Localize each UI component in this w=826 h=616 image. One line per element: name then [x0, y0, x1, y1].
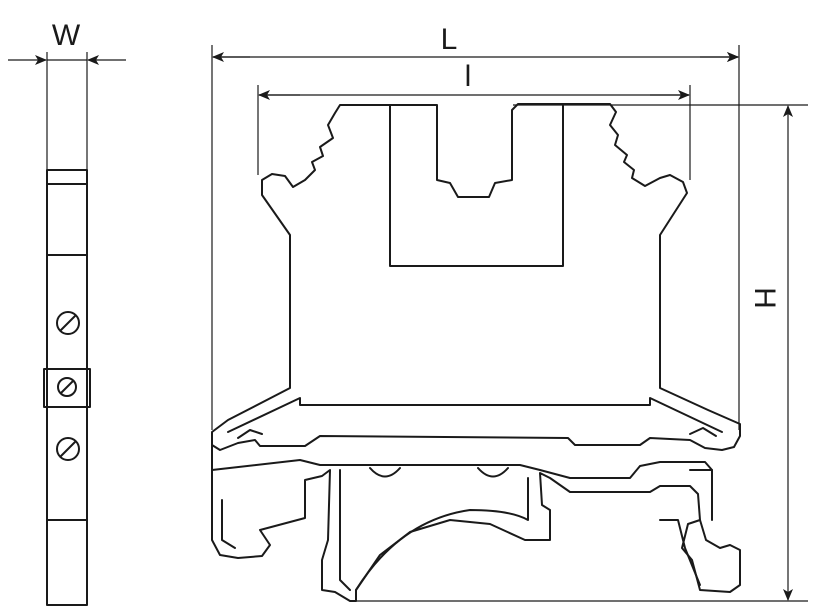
inner-length-dimension: l — [257, 60, 691, 180]
side-view-clamp — [43, 368, 91, 408]
length-label: L — [441, 23, 458, 56]
side-view-body — [46, 169, 88, 606]
height-label: H — [748, 287, 781, 309]
screw-icon — [56, 437, 80, 461]
wire-entry-slot — [389, 104, 564, 267]
din-rail-foot — [211, 444, 741, 602]
screw-icon — [56, 311, 80, 335]
side-view — [43, 169, 91, 606]
front-view — [211, 103, 741, 602]
width-label: W — [52, 19, 81, 52]
width-dimension: W — [8, 19, 126, 170]
inner-length-label: l — [465, 60, 472, 93]
screw-icon — [57, 377, 77, 397]
length-dimension: L — [211, 23, 740, 430]
terminal-body-outline — [211, 103, 741, 451]
